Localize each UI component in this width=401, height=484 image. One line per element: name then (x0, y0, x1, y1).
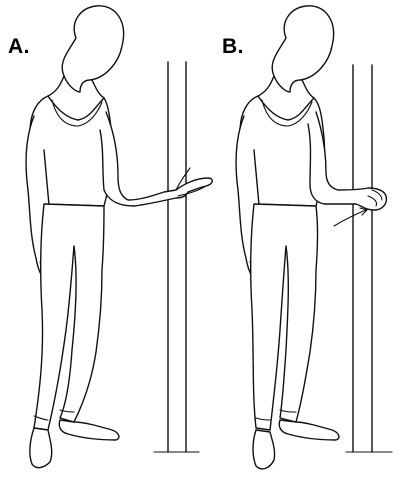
panel-b-label: B. (222, 36, 244, 57)
rotation-arrow-icon (334, 208, 367, 226)
head-b (272, 6, 333, 92)
right-foot-b (279, 420, 339, 440)
legs-b (251, 204, 318, 430)
left-foot-b (253, 430, 275, 469)
door-frame-b (346, 65, 392, 452)
right-arm-b (308, 112, 386, 210)
panel-a (26, 6, 212, 468)
right-arm-a (100, 112, 212, 206)
head-a (62, 6, 123, 92)
figure-a (26, 6, 212, 468)
panel-b (236, 6, 392, 469)
right-foot-a (59, 420, 119, 440)
door-frame-a (154, 62, 199, 452)
panel-a-label: A. (8, 36, 30, 57)
left-foot-a (30, 428, 52, 468)
legs-a (34, 204, 104, 430)
figure-b (236, 6, 386, 469)
